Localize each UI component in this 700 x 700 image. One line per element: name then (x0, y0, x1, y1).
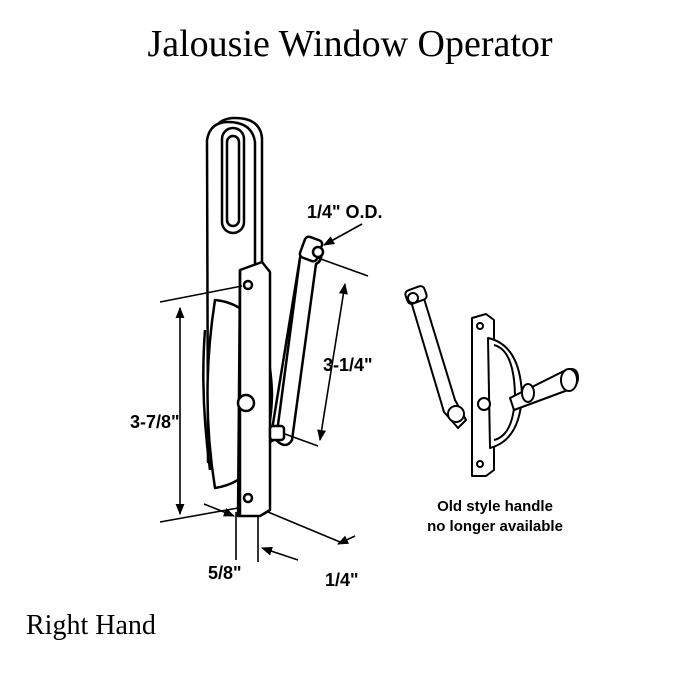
mounting-plate (236, 260, 272, 518)
arm-length-label: 3-1/4" (323, 355, 373, 375)
main-operator (202, 116, 325, 518)
width-dimension-label: 5/8" (208, 563, 242, 583)
height-dimension-label: 3-7/8" (130, 412, 180, 432)
od-dimension-label: 1/4" O.D. (307, 202, 383, 222)
pivot-hole (236, 393, 256, 413)
crank-arm (268, 235, 325, 447)
old-style-note-line1: Old style handle (437, 498, 553, 515)
hand-label: Right Hand (26, 610, 156, 641)
dimension-lines (159, 223, 369, 562)
diagram-title: Jalousie Window Operator (147, 23, 553, 65)
thickness-dimension-label: 1/4" (325, 570, 359, 590)
old-style-note-line2: no longer available (427, 518, 563, 535)
old-style-operator (404, 285, 579, 477)
